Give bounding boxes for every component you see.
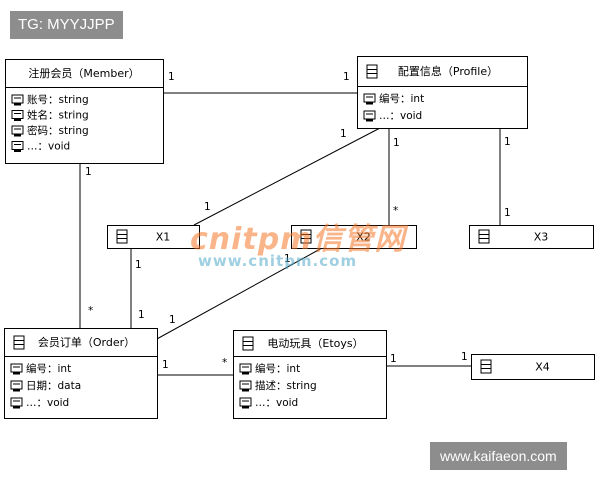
- multiplicity-label: 1: [168, 71, 175, 83]
- class-title: 配置信息（Profile）: [398, 64, 498, 78]
- source-tag: TG: MYYJJPP: [10, 11, 123, 39]
- class-box: [107, 225, 200, 249]
- attribute-row: 密码：string: [27, 124, 89, 137]
- attribute-row: …：void: [27, 141, 70, 153]
- attribute-row: 编号：int: [379, 92, 424, 105]
- attribute-row: 编号：int: [26, 362, 71, 375]
- multiplicity-label: 1: [284, 253, 291, 265]
- class-box: [4, 328, 158, 419]
- multiplicity-label: 1: [169, 314, 176, 326]
- multiplicity-label: *: [222, 357, 227, 369]
- class-icon: [366, 64, 378, 79]
- attribute-icon: [10, 397, 23, 409]
- class-title: X4: [535, 361, 550, 374]
- class-box: [357, 56, 528, 129]
- attribute-icon: [10, 380, 23, 392]
- multiplicity-label: 1: [135, 259, 142, 271]
- attribute-icon: [239, 380, 252, 392]
- multiplicity-label: *: [393, 205, 398, 217]
- class-title: 电动玩具（Etoys）: [267, 337, 363, 350]
- multiplicity-label: 1: [390, 353, 397, 365]
- multiplicity-label: 1: [504, 136, 511, 148]
- class-profile[interactable]: 配置信息（Profile） 编号：int …：void: [357, 56, 528, 129]
- attribute-row: 描述：string: [255, 379, 317, 392]
- attribute-icon: [11, 110, 24, 121]
- class-icon: [242, 336, 254, 351]
- assoc-profile-x1: [193, 127, 381, 226]
- attribute-row: …：void: [379, 110, 422, 122]
- multiplicity-label: 1: [138, 309, 145, 321]
- attribute-icon: [363, 93, 376, 105]
- multiplicity-label: 1: [85, 166, 92, 178]
- assoc-x2-order: [154, 247, 323, 341]
- class-icon: [480, 359, 492, 374]
- attribute-row: 编号：int: [255, 362, 300, 375]
- class-icon: [300, 229, 312, 244]
- class-icon: [13, 335, 25, 350]
- multiplicity-label: 1: [204, 201, 211, 213]
- multiplicity-label: *: [88, 305, 93, 317]
- class-box: [5, 59, 164, 164]
- class-box: [291, 225, 417, 249]
- class-box: [471, 354, 595, 380]
- attribute-icon: [363, 110, 376, 122]
- class-title: 会员订单（Order）: [38, 336, 135, 349]
- multiplicity-label: 1: [504, 207, 511, 219]
- class-title: X2: [356, 231, 371, 244]
- class-title: X1: [156, 231, 171, 244]
- class-title: X3: [534, 231, 549, 244]
- attribute-icon: [11, 94, 24, 106]
- multiplicity-label: 1: [393, 137, 400, 149]
- class-x3[interactable]: X3: [469, 225, 594, 249]
- class-x4[interactable]: X4: [471, 354, 595, 380]
- attribute-row: 日期：data: [26, 380, 81, 392]
- class-etoys[interactable]: 电动玩具（Etoys） 编号：int 描述：string …：void: [233, 330, 387, 419]
- attribute-icon: [239, 397, 252, 409]
- class-x2[interactable]: X2: [291, 225, 417, 249]
- class-title: 注册会员（Member）: [28, 66, 139, 80]
- attribute-row: …：void: [255, 397, 298, 409]
- site-tag: www.kaifaeon.com: [430, 442, 567, 470]
- class-icon: [116, 229, 128, 244]
- class-box: [233, 330, 387, 419]
- attribute-icon: [239, 363, 252, 375]
- multiplicity-label: 1: [461, 351, 468, 363]
- multiplicity-label: 1: [343, 71, 350, 83]
- class-box: [469, 225, 594, 249]
- attribute-icon: [11, 141, 24, 152]
- multiplicity-label: 1: [162, 359, 169, 371]
- class-member[interactable]: 注册会员（Member） 账号：string 姓名：string 密码：string ……: [5, 59, 164, 164]
- attribute-row: 账号：string: [27, 94, 89, 106]
- class-x1[interactable]: X1: [107, 225, 200, 249]
- attribute-row: …：void: [26, 397, 69, 409]
- attribute-icon: [10, 363, 23, 375]
- attribute-row: 姓名：string: [27, 109, 89, 122]
- multiplicity-label: 1: [340, 128, 347, 140]
- class-order[interactable]: 会员订单（Order） 编号：int 日期：data …：void: [4, 328, 158, 419]
- attribute-icon: [11, 125, 24, 137]
- class-icon: [478, 229, 490, 244]
